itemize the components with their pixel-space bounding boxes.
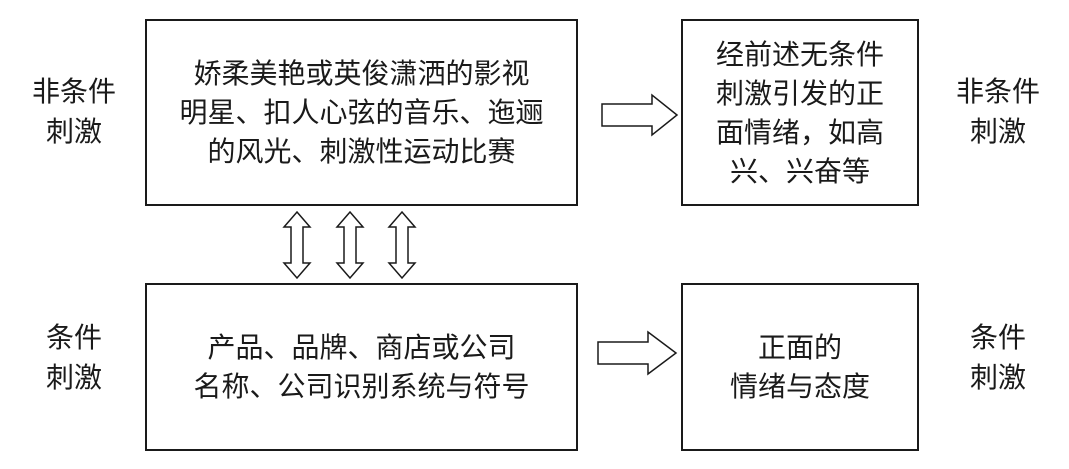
box-text: 经前述无条件 刺激引发的正 面情绪，如高 兴、兴奋等 (716, 35, 884, 191)
box-line: 兴、兴奋等 (729, 154, 870, 188)
label-conditioned-stimulus-right: 条件 刺激 (948, 318, 1048, 398)
box-text: 正面的 情绪与态度 (730, 328, 870, 406)
box-line: 名称、公司识别系统与符号 (193, 370, 530, 403)
box-text: 产品、品牌、商店或公司 名称、公司识别系统与符号 (193, 328, 529, 406)
label-unconditioned-stimulus-right: 非条件 刺激 (948, 72, 1048, 152)
box-line: 娇柔美艳或英俊潇洒的影视 (193, 57, 530, 90)
box-unconditioned-stimulus: 娇柔美艳或英俊潇洒的影视 明星、扣人心弦的音乐、迤逦 的风光、刺激性运动比赛 (145, 19, 578, 206)
label-line: 刺激 (45, 115, 102, 148)
label-line: 刺激 (969, 115, 1026, 148)
double-arrow-vertical (387, 210, 417, 280)
label-line: 刺激 (969, 361, 1026, 394)
arrow-right-top (601, 93, 679, 137)
box-line: 产品、品牌、商店或公司 (207, 331, 516, 364)
double-arrow-vertical (282, 210, 312, 280)
box-line: 明星、扣人心弦的音乐、迤逦 (179, 96, 544, 129)
box-unconditioned-response: 经前述无条件 刺激引发的正 面情绪，如高 兴、兴奋等 (681, 19, 919, 206)
box-line: 的风光、刺激性运动比赛 (207, 135, 516, 168)
label-line: 非条件 (955, 75, 1040, 108)
label-unconditioned-stimulus-left: 非条件 刺激 (24, 72, 124, 152)
label-conditioned-stimulus-left: 条件 刺激 (24, 318, 124, 398)
box-conditioned-response: 正面的 情绪与态度 (681, 283, 919, 451)
arrow-right-bottom (597, 330, 678, 376)
box-line: 面情绪，如高 (715, 115, 884, 149)
box-line: 正面的 (757, 331, 842, 364)
box-line: 经前述无条件 (715, 37, 884, 71)
box-line: 情绪与态度 (729, 370, 870, 403)
label-line: 刺激 (45, 361, 102, 394)
box-line: 刺激引发的正 (715, 76, 884, 110)
label-line: 条件 (45, 321, 102, 354)
box-conditioned-stimulus: 产品、品牌、商店或公司 名称、公司识别系统与符号 (145, 283, 578, 451)
label-line: 非条件 (31, 75, 116, 108)
label-line: 条件 (969, 321, 1026, 354)
box-text: 娇柔美艳或英俊潇洒的影视 明星、扣人心弦的音乐、迤逦 的风光、刺激性运动比赛 (179, 54, 543, 171)
double-arrow-vertical (335, 210, 365, 280)
